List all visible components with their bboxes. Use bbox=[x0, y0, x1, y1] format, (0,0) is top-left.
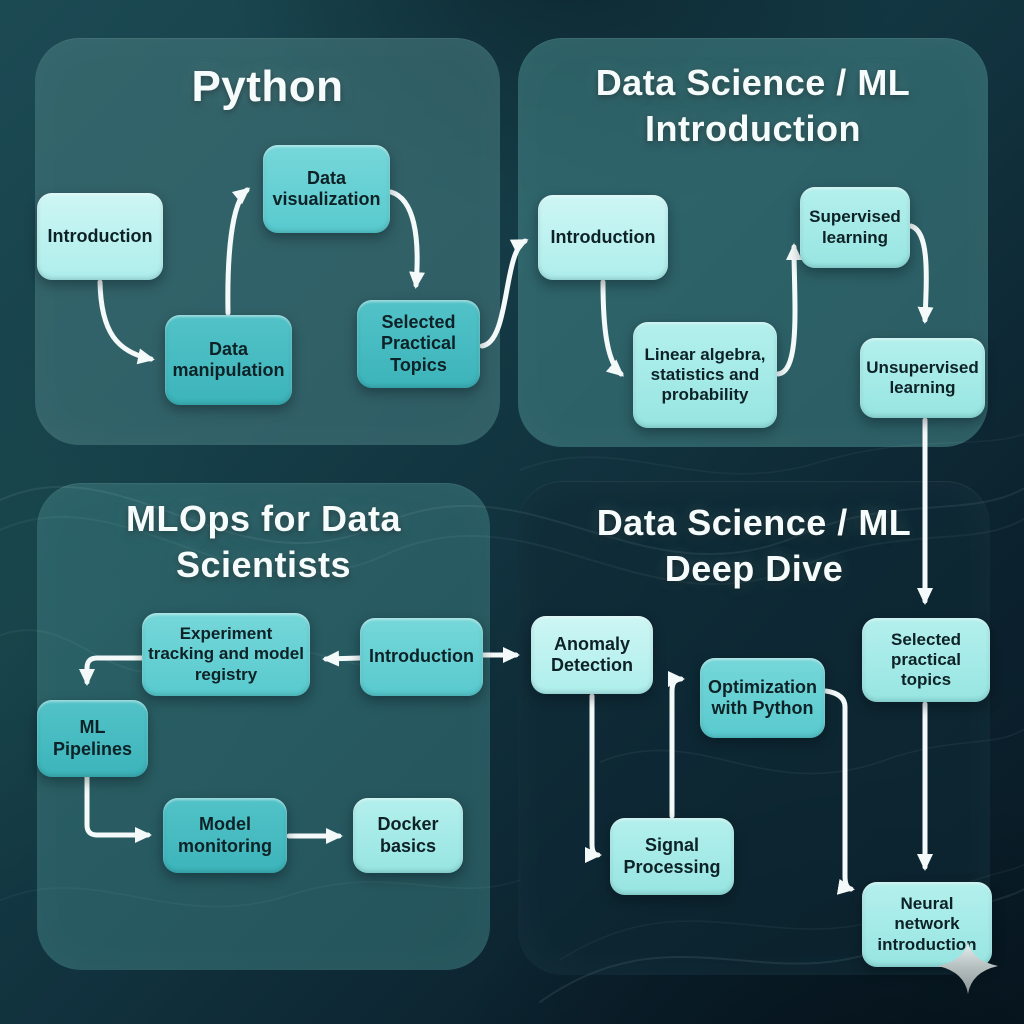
node-unsupervised-learning: Unsupervised learning bbox=[860, 338, 985, 418]
node-data-visualization: Data visualization bbox=[263, 145, 390, 233]
node-selected-practical-topics-python: Selected Practical Topics bbox=[357, 300, 480, 388]
node-signal-processing: Signal Processing bbox=[610, 818, 734, 895]
node-model-monitoring: Model monitoring bbox=[163, 798, 287, 873]
node-experiment-tracking-model-registry: Experiment tracking and model registry bbox=[142, 613, 310, 696]
ds-ml-deep-dive-panel-title: Data Science / ML Deep Dive bbox=[596, 502, 912, 590]
node-neural-network-introduction: Neural network introduction bbox=[862, 882, 992, 967]
node-dsintro-introduction: Introduction bbox=[538, 195, 668, 280]
node-docker-basics: Docker basics bbox=[353, 798, 463, 873]
node-selected-practical-topics-deep: Selected practical topics bbox=[862, 618, 990, 702]
node-anomaly-detection: Anomaly Detection bbox=[531, 616, 653, 694]
node-python-introduction: Introduction bbox=[37, 193, 163, 280]
node-linear-algebra-statistics-probability: Linear algebra, statistics and probabili… bbox=[633, 322, 777, 428]
node-supervised-learning: Supervised learning bbox=[800, 187, 910, 268]
python-panel-title: Python bbox=[191, 62, 344, 111]
node-data-manipulation: Data manipulation bbox=[165, 315, 292, 405]
mlops-panel-title: MLOps for Data Scientists bbox=[125, 498, 401, 586]
ds-ml-introduction-panel-title: Data Science / ML Introduction bbox=[595, 62, 911, 150]
node-optimization-with-python: Optimization with Python bbox=[700, 658, 825, 738]
node-ml-pipelines: ML Pipelines bbox=[37, 700, 148, 777]
node-mlops-introduction: Introduction bbox=[360, 618, 483, 696]
